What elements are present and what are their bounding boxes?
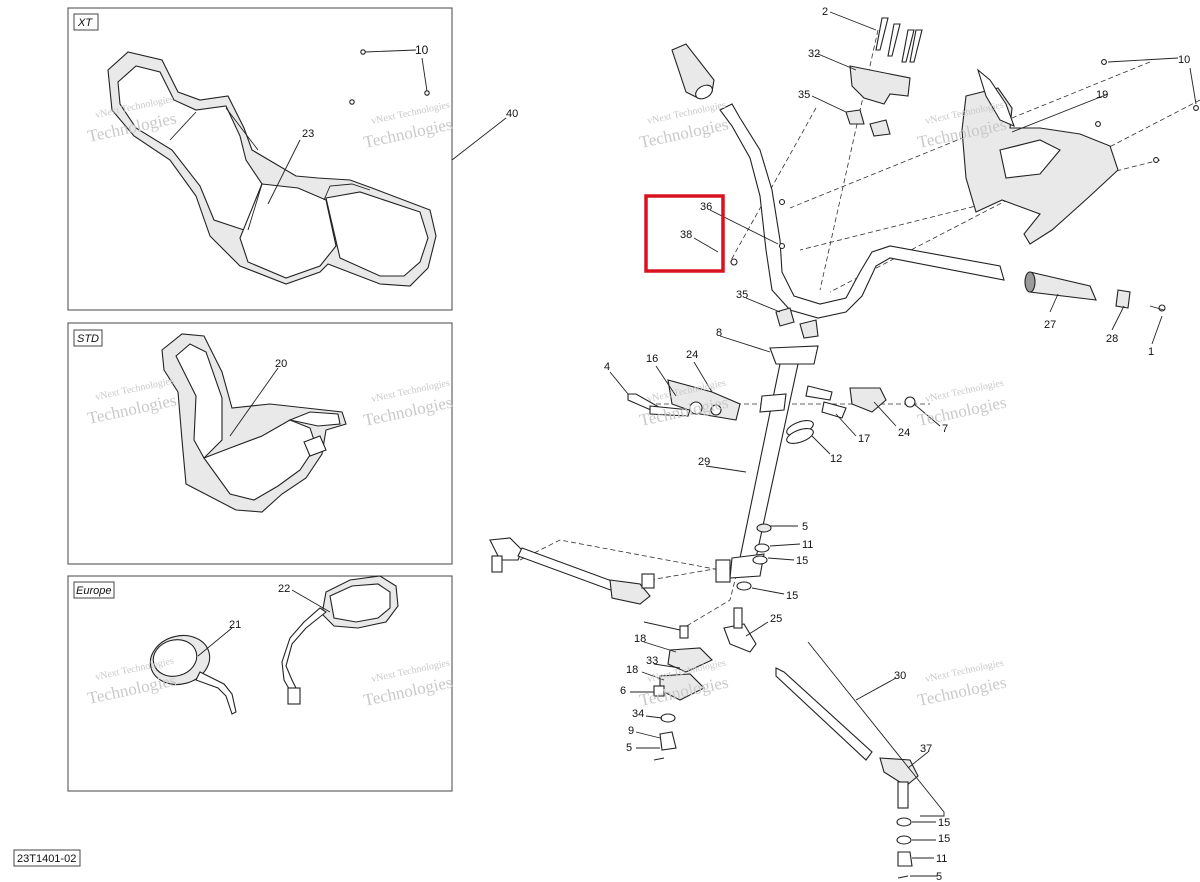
callout-35b: 35 [736,289,748,301]
callout-inset-std-20: 20 [275,358,287,370]
inset-label-xt: XT [77,17,93,29]
drawing-code: 23T1401-02 [17,853,76,865]
main-assembly: 1 2 4 5 5 5 6 7 8 9 10 11 11 12 15 15 15… [489,6,1200,882]
callout-15a: 15 [796,555,808,567]
callout-15d: 15 [938,833,950,845]
callout-12: 12 [830,453,842,465]
callout-36: 36 [700,201,712,213]
callout-16: 16 [646,353,658,365]
callout-38: 38 [680,229,692,241]
callout-2: 2 [822,6,828,18]
callout-34: 34 [632,708,644,720]
callout-35a: 35 [798,89,810,101]
callout-inset-europe-21: 21 [229,619,241,631]
callout-40: 40 [506,108,518,120]
std-deflector-part: 20 [161,333,347,513]
callout-32: 32 [808,48,820,60]
callout-11b: 11 [936,853,947,865]
europe-mirrors-part: 21 22 [149,575,399,715]
inset-label-europe: Europe [76,585,111,597]
callout-inset-xt-10: 10 [415,43,429,57]
inset-label-std: STD [77,333,99,345]
callout-18a: 18 [634,633,646,645]
callout-inset-europe-22: 22 [278,583,290,595]
callout-28: 28 [1106,333,1118,345]
callout-11a: 11 [802,539,813,551]
callout-inset-xt-23: 23 [302,128,314,140]
callout-15c: 15 [938,817,950,829]
callout-29: 29 [698,456,710,468]
callout-15b: 15 [786,590,798,602]
xt-deflector-part: 10 23 [107,43,437,287]
callout-5a: 5 [802,521,808,533]
callout-4: 4 [604,361,610,373]
callout-5b: 5 [626,742,632,754]
callout-24a: 24 [686,349,698,361]
callout-1: 1 [1148,346,1154,358]
highlight-box [644,194,725,273]
callout-17: 17 [858,433,870,445]
inset-xt: XT [67,7,453,311]
callout-19: 19 [1096,89,1108,101]
inset-std: STD [67,322,453,565]
callout-6: 6 [620,685,626,697]
callout-37: 37 [920,743,932,755]
callout-30: 30 [894,670,906,682]
callout-24b: 24 [898,427,910,439]
callout-27: 27 [1044,319,1056,331]
callout-18b: 18 [626,664,638,676]
callout-25: 25 [770,613,782,625]
callout-10: 10 [1178,54,1190,66]
inset-europe: Europe [67,575,453,792]
callout-8: 8 [716,327,722,339]
callout-7: 7 [942,423,948,435]
callout-9: 9 [628,725,634,737]
callout-5c: 5 [936,871,942,882]
callout-33: 33 [646,655,658,667]
